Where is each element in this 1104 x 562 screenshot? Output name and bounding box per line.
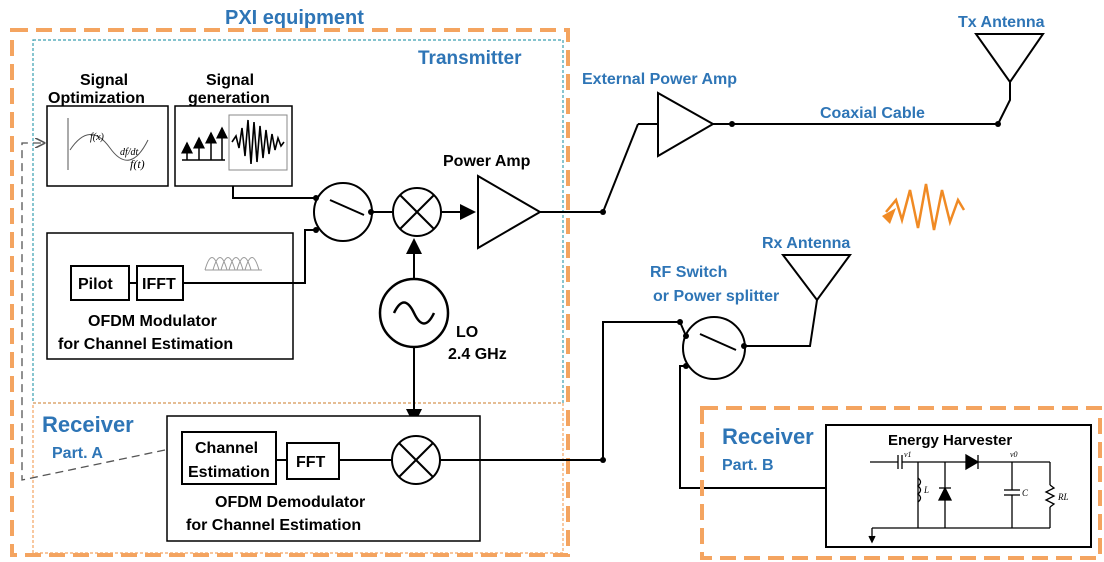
tx-antenna (974, 33, 1045, 84)
lo-oscillator (378, 277, 450, 349)
ofdm-modulator-label-1: OFDM Modulator (88, 313, 217, 330)
optimization-curve-icon: f(x) df/dt f(t) (67, 118, 149, 171)
ofdm-demodulator-label-2: for Channel Estimation (186, 517, 361, 534)
wireless-wave-icon (882, 183, 966, 231)
rx-antenna (780, 254, 852, 302)
receiver-a-part: Part. A (52, 445, 103, 462)
fft-block (286, 442, 340, 480)
energy-harvester-label: Energy Harvester (888, 432, 1012, 449)
channel-estimation-label-1: Channel (195, 440, 258, 457)
receiver-a-label: Receiver (42, 412, 134, 437)
external-power-amp-label: External Power Amp (582, 71, 737, 88)
svg-text:L: L (923, 485, 929, 495)
rf-switch (682, 316, 747, 380)
ofdm-demodulator-label-1: OFDM Demodulator (215, 494, 365, 511)
lo-frequency: 2.4 GHz (448, 346, 507, 363)
svg-text:df/dt: df/dt (120, 147, 139, 158)
rectifier-circuit-icon: v1 v0 L C RL (868, 450, 1069, 544)
transmitter-label: Transmitter (418, 48, 522, 69)
pxi-equipment-box (10, 28, 570, 557)
receiver-b-label: Receiver (722, 424, 814, 449)
channel-estimation-block (181, 431, 277, 485)
rx-mixer (391, 435, 441, 485)
receiver-b-box (700, 406, 1102, 560)
receiver-b-part: Part. B (722, 457, 774, 474)
pilot-label: Pilot (78, 276, 113, 293)
pxi-equipment-label: PXI equipment (225, 7, 364, 29)
multisine-spectrum-icon (181, 126, 228, 161)
power-amp-label: Power Amp (443, 153, 531, 170)
svg-text:v0: v0 (1010, 450, 1018, 459)
ofdm-modulator-label-2: for Channel Estimation (58, 336, 233, 353)
tx-antenna-label: Tx Antenna (958, 14, 1045, 31)
lo-label: LO (456, 324, 478, 341)
signal-optimization-block (46, 105, 169, 187)
svg-text:f(t): f(t) (130, 157, 145, 171)
svg-text:v1: v1 (904, 450, 912, 459)
svg-text:C: C (1022, 488, 1029, 498)
fft-label: FFT (296, 454, 326, 471)
rx-antenna-label: Rx Antenna (762, 235, 850, 252)
tx-switch (313, 182, 374, 242)
ifft-label: IFFT (142, 276, 176, 293)
energy-harvester-block (825, 424, 1092, 548)
svg-text:RL: RL (1057, 492, 1069, 502)
signal-optimization-label-1: Signal (80, 72, 128, 89)
channel-estimation-label-2: Estimation (188, 464, 270, 481)
tx-mixer (392, 187, 442, 237)
waveform-icon (228, 114, 288, 171)
signal-optimization-label-2: Optimization (48, 90, 145, 107)
rf-switch-label-1: RF Switch (650, 264, 727, 281)
power-amp (477, 174, 542, 250)
external-power-amp (657, 91, 716, 158)
ofdm-subcarriers-icon (204, 257, 262, 271)
svg-text:f(x): f(x) (90, 132, 105, 143)
feedback-path (21, 143, 166, 481)
coaxial-cable-label: Coaxial Cable (820, 105, 925, 122)
signal-generation-label-2: generation (188, 90, 270, 107)
signal-generation-label-1: Signal (206, 72, 254, 89)
rf-switch-label-2: or Power splitter (653, 288, 779, 305)
